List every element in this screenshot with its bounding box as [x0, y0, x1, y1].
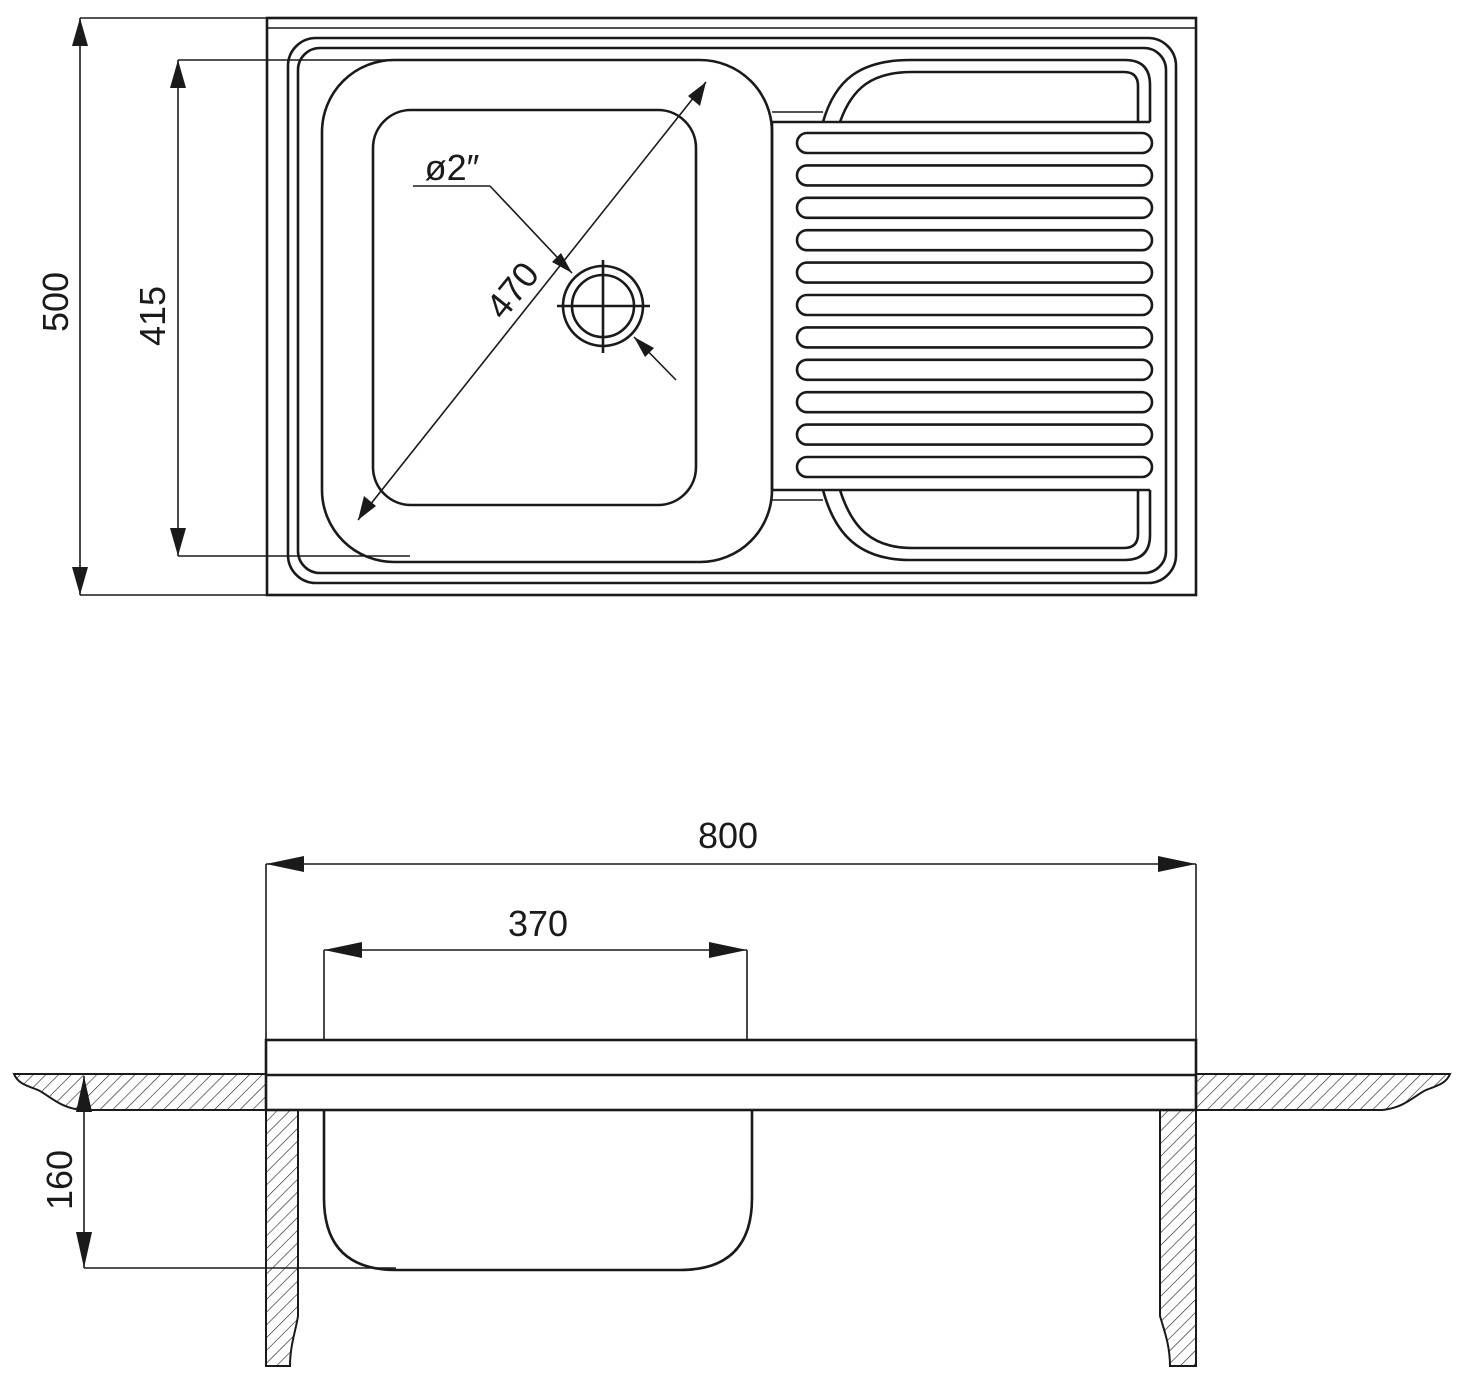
drainer-lower-recess: [821, 489, 1152, 562]
drainer-rib: [795, 326, 1154, 349]
drainer-rib: [795, 390, 1154, 414]
drainer-rib: [795, 228, 1154, 252]
drainer-rib: [795, 358, 1154, 382]
countertop-right: [1195, 1073, 1452, 1111]
drain-dimension: ø2″: [413, 147, 677, 381]
dim-depth-500-label: 500: [35, 272, 76, 332]
drain-outlet: [557, 260, 650, 353]
top-view: 470 ø2″ 500 415: [35, 16, 1198, 597]
sink-deck-outline: [286, 36, 1178, 585]
depth-dimension-500: 500: [35, 17, 267, 596]
dim-depth-415-label: 415: [132, 286, 173, 346]
drainer-rib: [795, 455, 1154, 479]
countertop-left: [12, 1073, 267, 1111]
cabinet-wall-right: [1159, 1109, 1197, 1367]
dim-drain-label: ø2″: [425, 147, 480, 188]
bowl-section: [322, 1110, 754, 1272]
width-dimension-800: 800: [265, 815, 1197, 1040]
dim-width-370-label: 370: [508, 903, 568, 944]
drainer-ribs: [795, 131, 1154, 479]
drainer-rib: [795, 423, 1154, 446]
drainer-rib: [795, 164, 1154, 187]
dim-width-800-label: 800: [698, 815, 758, 856]
drainer-rib: [795, 293, 1154, 317]
width-dimension-370: 370: [323, 903, 748, 1040]
depth-dimension-415: 415: [132, 59, 410, 557]
section-view: 800 370 160: [12, 815, 1452, 1367]
dim-height-160-label: 160: [39, 1150, 80, 1210]
drainer-rib: [795, 261, 1154, 284]
height-dimension-160: 160: [39, 1076, 396, 1269]
sink-outer-rim: [265, 16, 1198, 597]
diagonal-dimension: 470: [357, 81, 707, 521]
drainer-upper-recess: [821, 58, 1152, 123]
bowl-inner: [371, 108, 698, 507]
drainer-rib: [795, 196, 1154, 220]
drainer-rib: [795, 131, 1154, 155]
bowl-outer: [320, 58, 774, 564]
dim-diagonal-label: 470: [477, 254, 547, 326]
cabinet-wall-left: [265, 1109, 299, 1367]
